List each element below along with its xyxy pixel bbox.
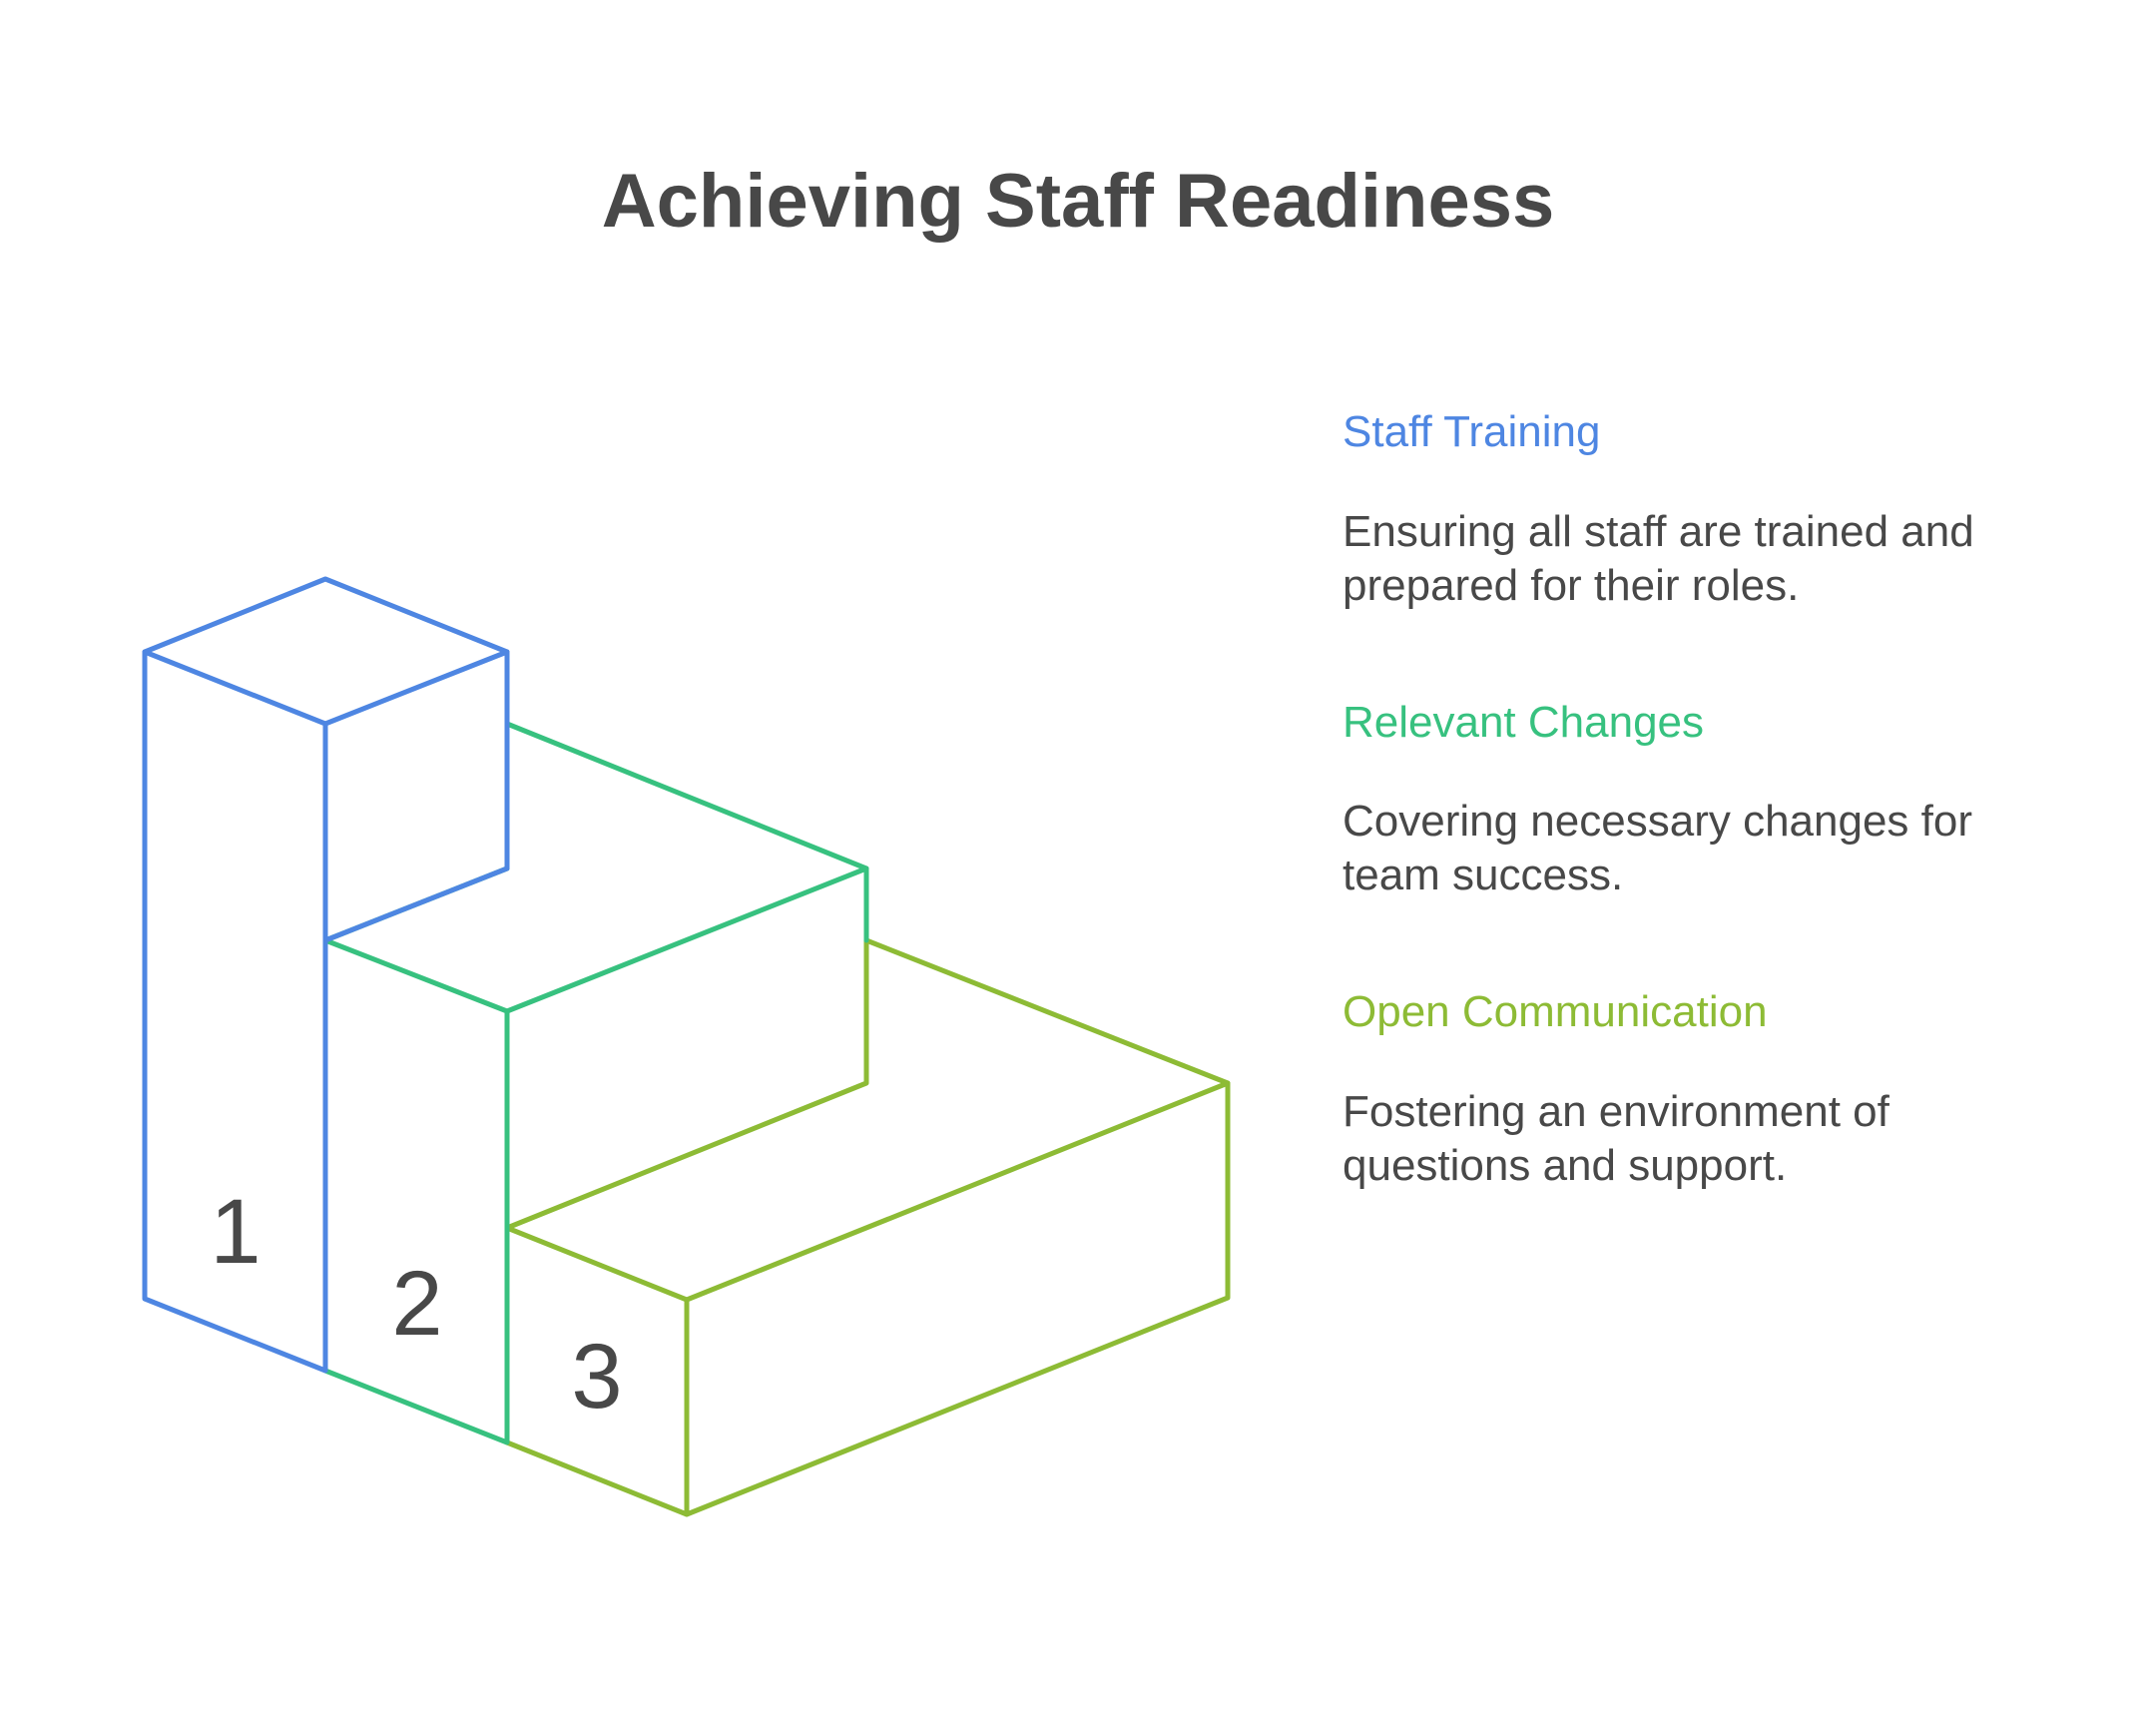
diagram-title: Achieving Staff Readiness — [601, 159, 1555, 244]
step-3-number: 3 — [571, 1326, 622, 1428]
step-3-description: Fostering an environment of questions an… — [1343, 1087, 1889, 1190]
step-1-block — [142, 576, 510, 1374]
step-1-number: 1 — [210, 1181, 261, 1283]
step-2-number: 2 — [391, 1253, 442, 1355]
step-3-heading: Open Communication — [1343, 987, 1768, 1036]
step-2-heading: Relevant Changes — [1343, 698, 1705, 747]
step-2-description: Covering necessary changes for team succ… — [1343, 797, 1972, 899]
step-1-heading: Staff Training — [1343, 407, 1601, 456]
step-descriptions: Staff Training Ensuring all staff are tr… — [1343, 0, 2101, 1725]
step-1-description: Ensuring all staff are trained and prepa… — [1343, 507, 1974, 610]
step-3-block — [504, 937, 1231, 1517]
